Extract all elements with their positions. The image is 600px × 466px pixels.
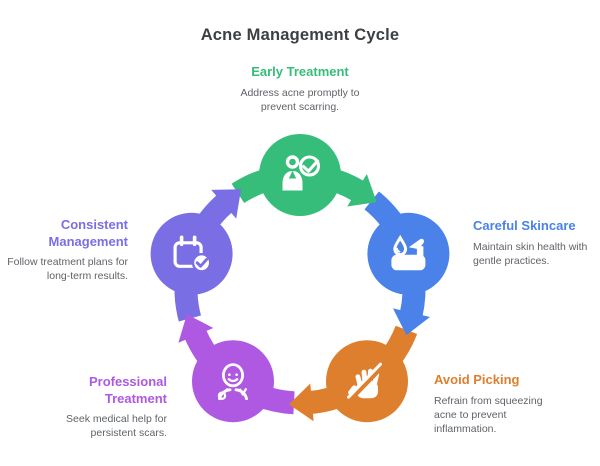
node-label-careful-skincare: Careful Skincare [473, 218, 576, 233]
node-description-consistent-management: Follow treatment plans for long-term res… [7, 256, 128, 283]
node-description-early-treatment: Address acne promptly to prevent scarrin… [240, 86, 360, 113]
cycle-arrowhead-avoid-picking [289, 383, 314, 422]
node-text-avoid-picking: Avoid Picking Refrain from squeezing acn… [434, 372, 576, 436]
cycle-arrowhead-careful-skincare [393, 308, 430, 336]
person-check-icon [282, 155, 321, 191]
cycle-arrowhead-consistent-management [211, 189, 242, 219]
node-circle-careful-skincare [367, 212, 450, 295]
no-touch-hand-icon [347, 362, 385, 401]
node-circle-consistent-management [150, 212, 233, 295]
page-title: Acne Management Cycle [200, 26, 400, 44]
doctor-icon [217, 363, 248, 401]
node-text-early-treatment: Early Treatment Address acne promptly to… [0, 64, 600, 114]
node-label-consistent-management: Consistent Management [48, 217, 128, 249]
node-description-avoid-picking: Refrain from squeezing acne to prevent i… [434, 394, 543, 435]
cycle-arrowhead-early-treatment [347, 174, 377, 207]
node-description-careful-skincare: Maintain skin health with gentle practic… [473, 240, 588, 267]
node-text-professional-treatment: Professional Treatment Seek medical help… [20, 374, 167, 441]
node-text-careful-skincare: Careful Skincare Maintain skin health wi… [473, 218, 600, 268]
node-description-professional-treatment: Seek medical help for persistent scars. [66, 413, 167, 440]
node-label-professional-treatment: Professional Treatment [88, 374, 167, 406]
node-label-avoid-picking: Avoid Picking [434, 372, 520, 387]
node-label-early-treatment: Early Treatment [251, 64, 349, 79]
cycle-arrowhead-professional-treatment [178, 314, 214, 343]
node-text-consistent-management: Consistent Management Follow treatment p… [0, 217, 128, 284]
lotion-drop-icon [391, 234, 426, 271]
calendar-check-icon [173, 235, 212, 273]
